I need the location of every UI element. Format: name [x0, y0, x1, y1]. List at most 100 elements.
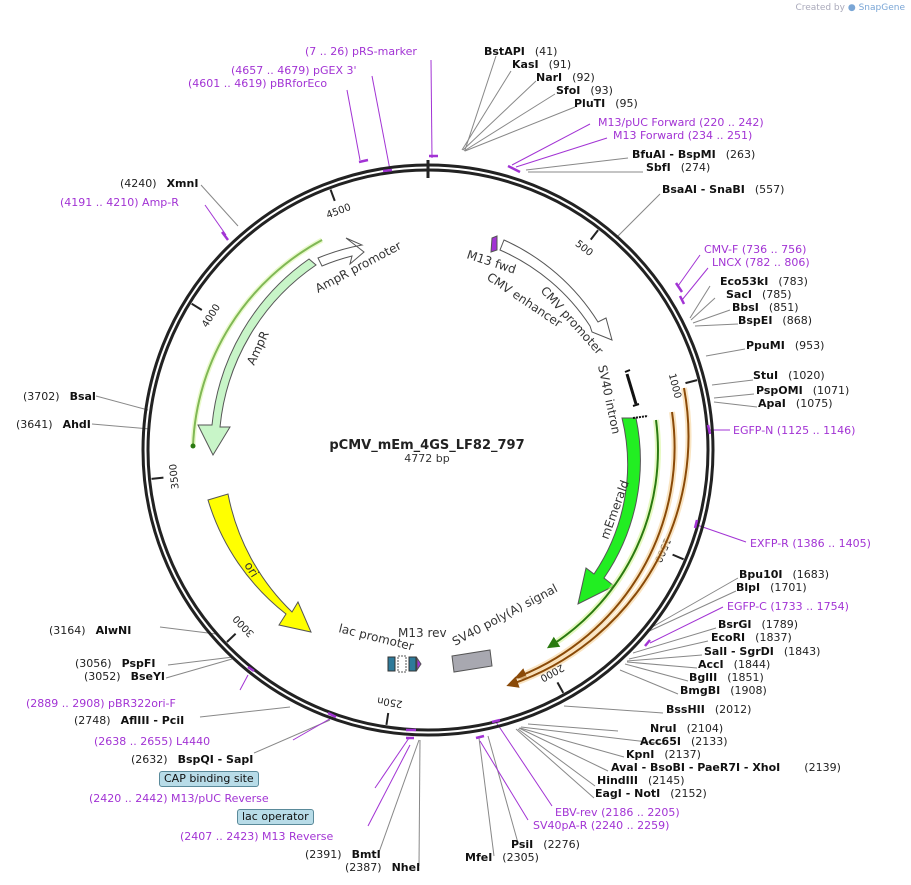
m13-rev-marker [416, 656, 422, 672]
scale-tick-label: 1000 [666, 372, 683, 399]
enzyme-label: ApaI(1075) [758, 397, 832, 410]
scale-tick [151, 476, 164, 480]
enzyme-label: PspOMI(1071) [756, 384, 849, 397]
primer-label: SV40pA-R (2240 .. 2259) [533, 819, 669, 832]
enzyme-label: HindIII(2145) [597, 774, 685, 787]
scale-tick-label: 4500 [325, 202, 353, 221]
enzyme-label: (3164)AlwNI [49, 624, 131, 637]
lac-operator-marker [408, 656, 417, 672]
enzyme-labels: BstAPI(41) KasI(91) NarI(92) SfoI(93) Pl… [16, 45, 849, 874]
primer-label: (2420 .. 2442) M13/pUC Reverse [89, 792, 269, 805]
enzyme-label: BfuAI - BspMI(263) [632, 148, 755, 161]
enzyme-label: KpnI(2137) [626, 748, 701, 761]
scale-tick [191, 302, 203, 311]
enzyme-label: KasI(91) [512, 58, 571, 71]
enzyme-label: BglII(1851) [689, 671, 764, 684]
primer-label: (7 .. 26) pRS-marker [305, 45, 417, 58]
enzyme-label: Acc65I(2133) [640, 735, 728, 748]
primer-label: M13 Forward (234 .. 251) [613, 129, 752, 142]
snapgene-logo: ● [847, 3, 856, 13]
enzyme-label: (3702)BsaI [23, 390, 96, 403]
enzyme-label: AvaI - BsoBI - PaeR7I - XhoI(2139) [611, 761, 841, 774]
primer-label: (2638 .. 2655) L4440 [94, 735, 210, 748]
enzyme-label: PpuMI(953) [746, 339, 824, 352]
orf-3 [506, 387, 690, 688]
enzyme-label: EcoRI(1837) [711, 631, 792, 644]
scale-tick [685, 379, 698, 385]
primer-label: (2407 .. 2423) M13 Reverse [180, 830, 333, 843]
m13-rev-label: M13 rev [398, 626, 447, 640]
enzyme-label: BsaAI - SnaBI(557) [662, 183, 784, 196]
enzyme-label: AccI(1844) [698, 658, 770, 671]
enzyme-label: Eco53kI(783) [720, 275, 808, 288]
enzyme-label: SacI(785) [726, 288, 792, 301]
scale-tick-label: 4000 [200, 302, 223, 329]
enzyme-label: NruI(2104) [650, 722, 723, 735]
enzyme-label: (2387)NheI [345, 861, 420, 874]
ampr-orf-end [190, 443, 196, 449]
sv40-intron-label: SV40 intron [595, 364, 623, 436]
enzyme-label: EagI - NotI(2152) [595, 787, 707, 800]
enzyme-label: SfoI(93) [556, 84, 613, 97]
scale-tick [385, 712, 390, 726]
enzyme-label: SalI - SgrDI(1843) [704, 645, 820, 658]
enzyme-label: (2748)AflIII - PciI [74, 714, 184, 727]
ampr-arrow [197, 258, 317, 457]
enzyme-label: BstAPI(41) [484, 45, 557, 58]
primer-label: M13/pUC Forward (220 .. 242) [598, 116, 764, 129]
plasmid-name: pCMV_mEm_4GS_LF82_797 [329, 438, 524, 453]
plasmid-length: 4772 bp [404, 452, 449, 465]
primer-label: CMV-F (736 .. 756) [704, 243, 806, 256]
primer-marks [221, 154, 712, 740]
credit-prefix: Created by [795, 3, 845, 13]
enzyme-label: (3052)BseYI [84, 670, 165, 683]
enzyme-label: (3056)PspFI [75, 657, 155, 670]
primer-label: LNCX (782 .. 806) [712, 256, 810, 269]
scale-tick [226, 632, 237, 643]
scale-tick [556, 681, 565, 694]
memerald-orf [546, 419, 659, 649]
enzyme-label: PsiI(2276) [511, 838, 580, 851]
enzyme-label: (2632)BspQI - SapI [131, 753, 253, 766]
enzyme-label: Bpu10I(1683) [739, 568, 829, 581]
enzyme-label: NarI(92) [536, 71, 595, 84]
snapgene-credit: Created by ● SnapGene [795, 3, 905, 13]
memerald-start [632, 415, 649, 419]
scale-tick-label: 500 [573, 238, 595, 258]
enzyme-label: (3641)AhdI [16, 418, 91, 431]
primer-label: (4657 .. 4679) pGEX 3' [231, 64, 357, 77]
primer-leader-lines [204, 59, 747, 827]
enzyme-label: MfeI(2305) [465, 851, 539, 864]
primer-label: (2889 .. 2908) pBR322ori-F [26, 697, 176, 710]
sv40-polya-box [451, 649, 493, 673]
scale-tick-label: 3500 [168, 463, 182, 489]
primer-label: EXFP-R (1386 .. 1405) [750, 537, 871, 550]
sv40-polya-label: SV40 poly(A) signal [450, 581, 560, 648]
orf-2 [514, 411, 676, 680]
enzyme-label: SbfI(274) [646, 161, 710, 174]
ampr-promoter-arrow [317, 237, 365, 267]
primer-label: EGFP-C (1733 .. 1754) [727, 600, 849, 613]
enzyme-label: BlpI(1701) [736, 581, 807, 594]
m13-fwd-marker [490, 235, 498, 253]
primer-label: EBV-rev (2186 .. 2205) [555, 806, 680, 819]
enzyme-label: (4240)XmnI [120, 177, 198, 190]
sv40-intron-marker [625, 373, 638, 405]
primer-label: (4601 .. 4619) pBRforEco [188, 77, 327, 90]
primer-labels: (7 .. 26) pRS-marker (4657 .. 4679) pGEX… [26, 45, 871, 843]
enzyme-label: (2391)BmtI [305, 848, 381, 861]
enzyme-label: StuI(1020) [753, 369, 825, 382]
ori-arrow [207, 493, 312, 633]
scale-tick [589, 229, 599, 241]
primer-label: EGFP-N (1125 .. 1146) [733, 424, 855, 437]
label-leader-lines [91, 55, 758, 867]
enzyme-label: BssHII(2012) [666, 703, 751, 716]
enzyme-label: BspEI(868) [738, 314, 812, 327]
scale-tick [329, 189, 336, 202]
primer-label: (4191 .. 4210) Amp-R [60, 196, 179, 209]
enzyme-label: BsrGI(1789) [718, 618, 798, 631]
enzyme-label: PluTI(95) [574, 97, 638, 110]
ampr-orf-highlight [190, 237, 324, 447]
scale-tick [672, 553, 684, 561]
cmv-enhancer-arrow [499, 239, 613, 341]
